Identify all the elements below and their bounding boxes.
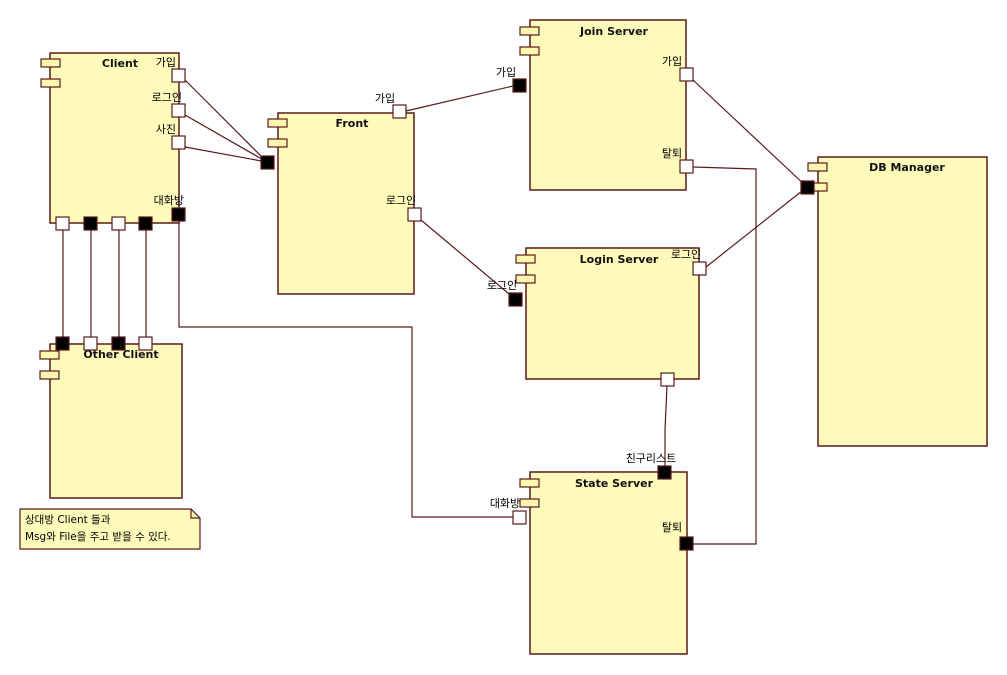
component-front[interactable]: Front: [267, 112, 415, 295]
port-label: 대화방: [154, 194, 184, 207]
component-tab-icon: [807, 162, 828, 172]
component-title: Other Client: [83, 348, 158, 361]
port-label: 탈퇴: [662, 521, 682, 534]
port-state-friends[interactable]: [657, 465, 672, 480]
port-label: 탈퇴: [662, 147, 682, 160]
note-shape: [19, 508, 201, 550]
port-label: 가입: [662, 55, 682, 68]
port-client-chat[interactable]: [171, 207, 186, 222]
port-state-chat[interactable]: [512, 510, 527, 525]
component-tab-icon: [519, 478, 540, 488]
port-client-bottom-2[interactable]: [83, 216, 98, 231]
port-label: 로그인: [152, 91, 182, 104]
component-join-server[interactable]: Join Server: [519, 19, 687, 191]
port-join-out[interactable]: [679, 67, 694, 82]
port-label: 가입: [496, 66, 516, 79]
component-db-manager[interactable]: DB Manager: [807, 156, 988, 447]
component-title: Client: [102, 57, 138, 70]
component-tab-icon: [40, 78, 61, 88]
component-state-server[interactable]: State Server: [519, 471, 688, 655]
port-label: 친구리스트: [626, 452, 677, 465]
port-login-out[interactable]: [692, 261, 707, 276]
component-tab-icon: [515, 274, 536, 284]
port-login-in[interactable]: [508, 292, 523, 307]
component-other-client[interactable]: Other Client: [39, 343, 183, 499]
port-front-input[interactable]: [260, 155, 275, 170]
component-tab-icon: [267, 138, 288, 148]
port-login-bottom[interactable]: [660, 372, 675, 387]
component-tab-icon: [519, 498, 540, 508]
port-label: 사진: [156, 123, 176, 136]
port-other-client-top-2[interactable]: [83, 336, 98, 351]
port-other-client-top-1[interactable]: [55, 336, 70, 351]
wire-client-join-front: [184, 79, 268, 163]
component-title: DB Manager: [869, 161, 945, 174]
ports: 가입 로그인 사진 대화방 가입 로그인 가입 가입 탈퇴 로그인 로그인: [55, 55, 815, 551]
wire-client-chat-state: [178, 221, 513, 518]
connectors: [62, 79, 808, 545]
component-tab-icon: [39, 350, 60, 360]
port-front-login[interactable]: [407, 207, 422, 222]
port-label: 대화방: [490, 497, 520, 510]
component-title: Login Server: [580, 253, 659, 266]
port-client-join[interactable]: [171, 68, 186, 83]
wire-front-login-loginserver: [420, 219, 516, 300]
component-tab-icon: [40, 58, 61, 68]
wire-joinserver-db: [692, 79, 808, 188]
component-tab-icon: [267, 118, 288, 128]
port-join-withdraw[interactable]: [679, 159, 694, 174]
note-fold: [190, 509, 200, 519]
port-client-login[interactable]: [171, 103, 186, 118]
component-title: Front: [336, 117, 369, 130]
port-client-bottom-3[interactable]: [111, 216, 126, 231]
component-login-server[interactable]: Login Server: [515, 247, 700, 380]
port-label: 로그인: [671, 248, 701, 261]
note[interactable]: 상대방 Client 들과 Msg와 File을 주고 받을 수 있다.: [19, 508, 201, 550]
port-client-bottom-1[interactable]: [55, 216, 70, 231]
port-label: 가입: [156, 56, 176, 69]
component-tab-icon: [519, 46, 540, 56]
component-title: Join Server: [579, 25, 649, 38]
port-client-photo[interactable]: [171, 135, 186, 150]
port-client-bottom-4[interactable]: [138, 216, 153, 231]
port-other-client-top-4[interactable]: [138, 336, 153, 351]
wire-client-photo-front: [184, 146, 268, 163]
component-tab-icon: [519, 26, 540, 36]
note-line-1: 상대방 Client 들과: [25, 514, 111, 526]
component-tab-icon: [515, 254, 536, 264]
port-state-withdraw[interactable]: [679, 536, 694, 551]
port-other-client-top-3[interactable]: [111, 336, 126, 351]
note-line-2: Msg와 File을 주고 받을 수 있다.: [25, 531, 171, 543]
port-front-join[interactable]: [392, 104, 407, 119]
component-tab-icon: [39, 370, 60, 380]
port-label: 가입: [375, 92, 395, 105]
port-join-in[interactable]: [512, 78, 527, 93]
wire-join-withdraw-state: [692, 166, 757, 545]
component-title: State Server: [575, 477, 654, 490]
port-db-input[interactable]: [800, 180, 815, 195]
port-label: 로그인: [487, 279, 517, 292]
port-label: 로그인: [386, 194, 416, 207]
wire-client-login-front: [184, 114, 268, 163]
wire-login-state-friends: [664, 385, 668, 466]
wire-front-join-joinserver: [405, 85, 514, 112]
